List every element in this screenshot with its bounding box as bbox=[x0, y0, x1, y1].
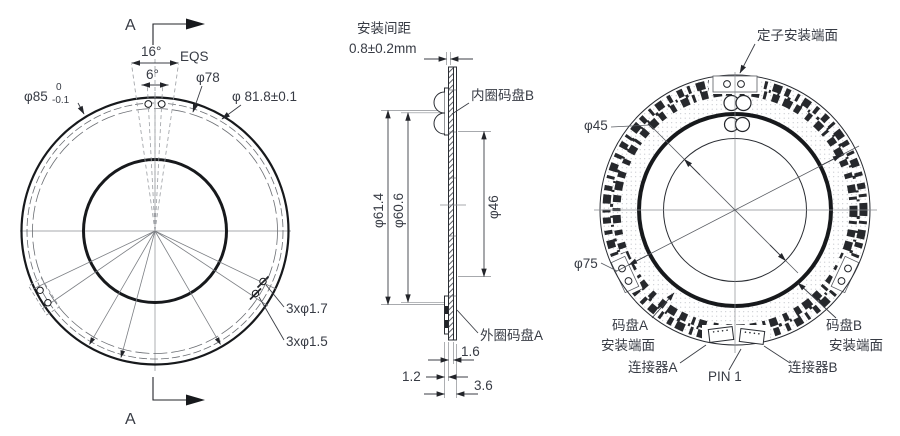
back-alignment-bosses bbox=[723, 94, 752, 133]
back-leader-disk-b bbox=[797, 282, 837, 319]
back-connector-b-label: 连接器B bbox=[788, 359, 838, 375]
front-hole-tick-2 bbox=[249, 287, 262, 301]
front-section-label-top: A bbox=[125, 17, 136, 34]
front-dim-arrow-16-right bbox=[170, 60, 179, 66]
front-section-arrowhead-bottom bbox=[186, 394, 205, 406]
front-holes-large-label: 3xφ1.7 bbox=[286, 301, 328, 316]
front-leader-dia85 bbox=[77, 102, 85, 115]
back-connector-a-label: 连接器A bbox=[628, 359, 678, 375]
back-dim-45-arrow-1 bbox=[684, 159, 701, 176]
section-leader-outer-disk bbox=[456, 309, 479, 334]
front-dia85-tol-upper: 0 bbox=[56, 82, 62, 93]
back-disk-b-label-1: 码盘B bbox=[826, 317, 862, 333]
back-dia75-label: φ75 bbox=[574, 256, 598, 271]
front-hole-top-left bbox=[144, 100, 153, 108]
back-dim-75-arrow-2 bbox=[819, 154, 842, 167]
front-holes-small-label: 3xφ1.5 bbox=[286, 334, 328, 349]
front-angle-6-label: 6° bbox=[146, 67, 159, 82]
front-leader-holes-large bbox=[265, 284, 285, 308]
section-inner-disk-upper bbox=[444, 87, 449, 136]
section-bump-1 bbox=[433, 91, 445, 114]
front-hole-top-right bbox=[157, 100, 166, 108]
section-outer-disk-label: 外圈码盘A bbox=[480, 327, 543, 343]
section-segment-lines bbox=[448, 89, 457, 297]
front-view: 16° 6° EQS A A φ85 0 -0.1 φ78 φ 81.8±0.1… bbox=[20, 17, 328, 428]
section-thk-substrate-label: 1.6 bbox=[461, 344, 480, 359]
back-pin1-label: PIN 1 bbox=[708, 369, 742, 384]
front-section-label-bottom: A bbox=[125, 411, 136, 428]
front-solid-radials bbox=[32, 230, 277, 359]
section-substrate-hatched bbox=[448, 66, 454, 341]
back-disk-b-label-2: 安装端面 bbox=[829, 338, 883, 353]
section-inner-disk-label: 内圈码盘B bbox=[471, 87, 534, 103]
section-dia606-label: φ60.6 bbox=[391, 193, 406, 228]
back-stator-hole-2 bbox=[737, 80, 745, 88]
back-dim-75-arrow-1 bbox=[628, 253, 651, 266]
back-leader-dia45 bbox=[610, 124, 651, 128]
front-leader-holes-small bbox=[258, 296, 285, 341]
section-dia46-label: φ46 bbox=[486, 195, 501, 219]
back-view: φ45 φ75 定子安装端面 码盘A 安装端面 码盘B 安装端面 连接器A PI… bbox=[574, 28, 883, 384]
back-disk-a-label-1: 码盘A bbox=[612, 317, 648, 333]
section-dia614-label: φ61.4 bbox=[371, 192, 386, 228]
front-dashed-radials bbox=[131, 58, 179, 232]
back-dia45-label: φ45 bbox=[584, 118, 608, 133]
back-connector-b bbox=[738, 328, 766, 345]
front-section-line-bottom bbox=[152, 377, 186, 401]
front-dia85-tol-lower: -0.1 bbox=[52, 95, 70, 106]
back-stator-hole-1 bbox=[723, 80, 731, 88]
section-gap-title: 安装间距 bbox=[357, 21, 411, 36]
front-dim-arrow-6-left bbox=[141, 82, 150, 88]
front-hole-bottom-left-2 bbox=[44, 299, 52, 307]
back-leader-connector-a bbox=[679, 344, 707, 364]
front-hole-bottom-left-1 bbox=[36, 286, 44, 294]
back-leader-stator-face bbox=[739, 43, 756, 74]
back-dim-line-75 bbox=[614, 145, 860, 273]
back-hole-br-1 bbox=[844, 264, 852, 273]
front-hole-tick-1 bbox=[256, 275, 270, 289]
front-dia85-label: φ85 bbox=[24, 89, 48, 104]
front-dia818-label: φ 81.8±0.1 bbox=[232, 89, 297, 104]
back-leader-connector-b bbox=[763, 345, 791, 364]
section-thk-total-label: 3.6 bbox=[474, 378, 493, 393]
back-disk-a-label-2: 安装端面 bbox=[601, 338, 655, 353]
back-dim-45-arrow-2 bbox=[769, 244, 786, 261]
section-component-1 bbox=[445, 306, 448, 314]
front-bolt-circle-d81-8 bbox=[26, 102, 284, 360]
back-leader-disk-a bbox=[651, 292, 675, 319]
front-section-line-top bbox=[152, 23, 186, 45]
section-gap-value: 0.8±0.2mm bbox=[349, 41, 416, 56]
section-inner-disk-lower bbox=[444, 295, 449, 335]
back-connector-a bbox=[707, 326, 735, 343]
front-pocket-outline bbox=[28, 277, 60, 316]
front-dia78-label: φ78 bbox=[196, 70, 220, 85]
section-leader-inner-disk bbox=[451, 102, 470, 115]
section-view: 安装间距 0.8±0.2mm 内圈码盘B 外圈码盘A φ61.4 φ60.6 φ… bbox=[349, 21, 543, 398]
front-angle-16-label: 16° bbox=[141, 44, 161, 59]
section-bump-2 bbox=[433, 112, 445, 135]
back-leader-pin1 bbox=[728, 348, 742, 371]
front-leader-dia818 bbox=[221, 104, 242, 120]
back-leader-dia75 bbox=[600, 262, 618, 272]
back-hole-br-2 bbox=[837, 277, 846, 285]
front-dim-arrow-16-left bbox=[131, 60, 140, 66]
section-thk-inner-label: 1.2 bbox=[402, 369, 421, 384]
front-leader-dia78 bbox=[192, 85, 203, 113]
back-stator-face-label: 定子安装端面 bbox=[757, 28, 838, 43]
front-dim-arrow-6-right bbox=[160, 82, 169, 88]
front-section-arrowhead-top bbox=[186, 18, 205, 30]
front-eqs-label: EQS bbox=[180, 49, 209, 64]
section-component-2 bbox=[445, 320, 448, 328]
back-hole-bl-2 bbox=[624, 277, 633, 285]
